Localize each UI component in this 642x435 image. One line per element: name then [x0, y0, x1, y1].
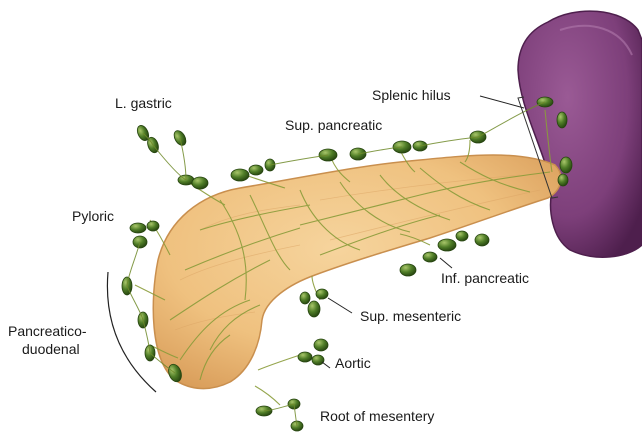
lymph-node	[400, 264, 416, 276]
leader-aortic	[322, 362, 330, 368]
lymph-node	[147, 221, 159, 231]
spleen	[518, 11, 642, 257]
label-inf-pancreatic: Inf. pancreatic	[441, 270, 529, 286]
label-sup-pancreatic: Sup. pancreatic	[285, 117, 382, 133]
label-pancreatico: Pancreatico-	[8, 323, 87, 339]
lymph-node	[249, 165, 263, 175]
lymph-node	[300, 292, 310, 304]
label-aortic: Aortic	[335, 355, 371, 371]
label-sup-mesenteric: Sup. mesenteric	[360, 308, 461, 324]
leader-sup-mesenteric	[328, 298, 352, 313]
leader-inf-pancreatic	[440, 258, 452, 268]
lymph-node	[558, 174, 568, 186]
lymph-node	[423, 252, 437, 262]
lymph-node	[308, 301, 320, 317]
label-l-gastric: L. gastric	[115, 95, 172, 111]
lymph-node	[438, 239, 456, 251]
label-root-of-mesentery: Root of mesentery	[320, 408, 434, 424]
lymph-node	[560, 157, 572, 173]
label-duodenal: duodenal	[22, 341, 80, 357]
lymph-node	[231, 169, 249, 181]
lymph-node	[316, 289, 328, 299]
lymph-node	[192, 177, 208, 189]
lymph-node	[298, 352, 312, 362]
lymph-node	[130, 223, 146, 233]
lymph-node	[456, 231, 468, 241]
lymph-node	[557, 112, 567, 128]
label-splenic-hilus: Splenic hilus	[372, 87, 451, 103]
lymph-node	[314, 339, 328, 351]
lymph-node	[312, 355, 324, 365]
label-pyloric: Pyloric	[72, 208, 114, 224]
lymph-node	[475, 234, 489, 246]
leader-splenic-hilus	[480, 96, 524, 108]
